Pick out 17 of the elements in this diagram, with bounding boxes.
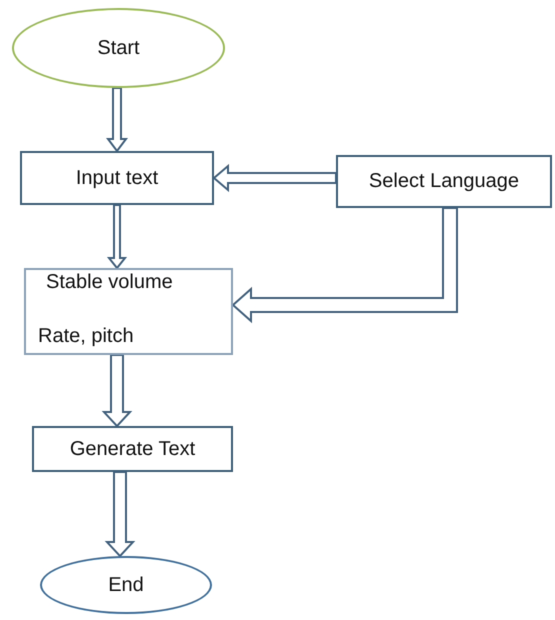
process-box — [20, 151, 214, 205]
process-box — [24, 268, 233, 355]
node-text: Stable volume — [46, 270, 173, 295]
process-box — [32, 426, 233, 472]
node-text: End — [108, 572, 144, 598]
node-text: Start — [97, 36, 140, 60]
node-text: Generate Text — [70, 436, 196, 462]
process-box — [336, 155, 552, 208]
node-text: Rate, pitch — [38, 324, 134, 349]
block-arrow — [104, 471, 136, 558]
block-arrow — [106, 87, 128, 153]
block-arrow — [102, 354, 132, 428]
block-arrow — [106, 204, 128, 270]
block-arrow — [232, 207, 458, 324]
node-text: Select Language — [368, 169, 520, 194]
block-arrow — [212, 164, 337, 192]
node-text: Input text — [76, 166, 158, 190]
